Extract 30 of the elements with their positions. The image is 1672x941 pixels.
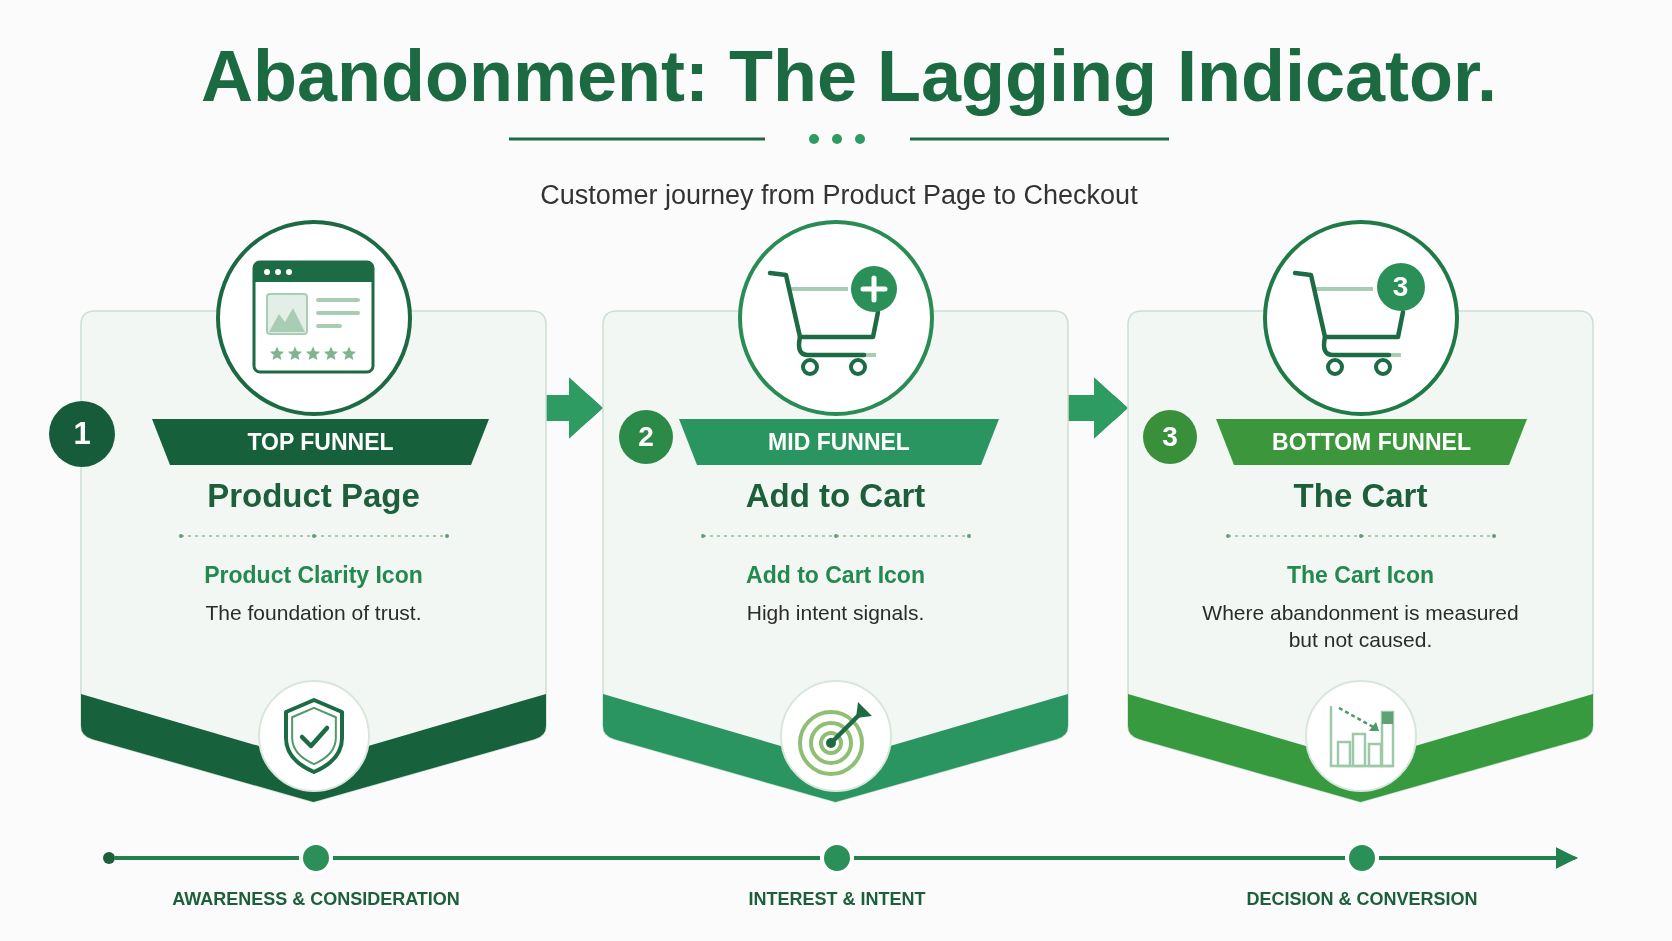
step-heading: Add to Cart [745,476,926,516]
stage-label: AWARENESS & CONSIDERATION [172,889,460,911]
step-subheading: The Cart Icon [1287,562,1434,590]
timeline-line [333,856,820,860]
step-description: The foundation of trust. [205,600,422,626]
funnel-stage-banner: BOTTOM FUNNEL [1216,419,1527,465]
stage-label: DECISION & CONVERSION [1246,889,1478,911]
step-heading: The Cart [1293,476,1428,516]
flow-arrow [546,377,603,439]
subtitle: Customer journey from Product Page to Checkout [540,181,1138,211]
timeline-arrow [1379,847,1578,869]
step-number: 1 [49,401,115,467]
timeline-line [115,856,299,860]
step-description: High intent signals. [746,600,925,626]
step-description: Where abandonment is measured but not caused. [1201,600,1520,653]
funnel-stage-banner: TOP FUNNEL [152,419,489,465]
step-card [603,311,1068,802]
milestone-dot [299,841,333,875]
step-subheading: Product Clarity Icon [204,562,423,590]
timeline-start-dot [103,852,115,864]
funnel-stage-banner: MID FUNNEL [679,419,999,465]
step-subheading: Add to Cart Icon [746,562,925,590]
step-heading: Product Page [207,476,420,516]
milestone-dot [1345,841,1379,875]
flow-arrow [1068,377,1128,439]
milestone-dot [820,841,854,875]
stage-label: INTEREST & INTENT [748,889,926,911]
timeline-line [854,856,1345,860]
title: Abandonment: The Lagging Indicator. [201,35,1497,118]
step-card [1128,311,1593,802]
